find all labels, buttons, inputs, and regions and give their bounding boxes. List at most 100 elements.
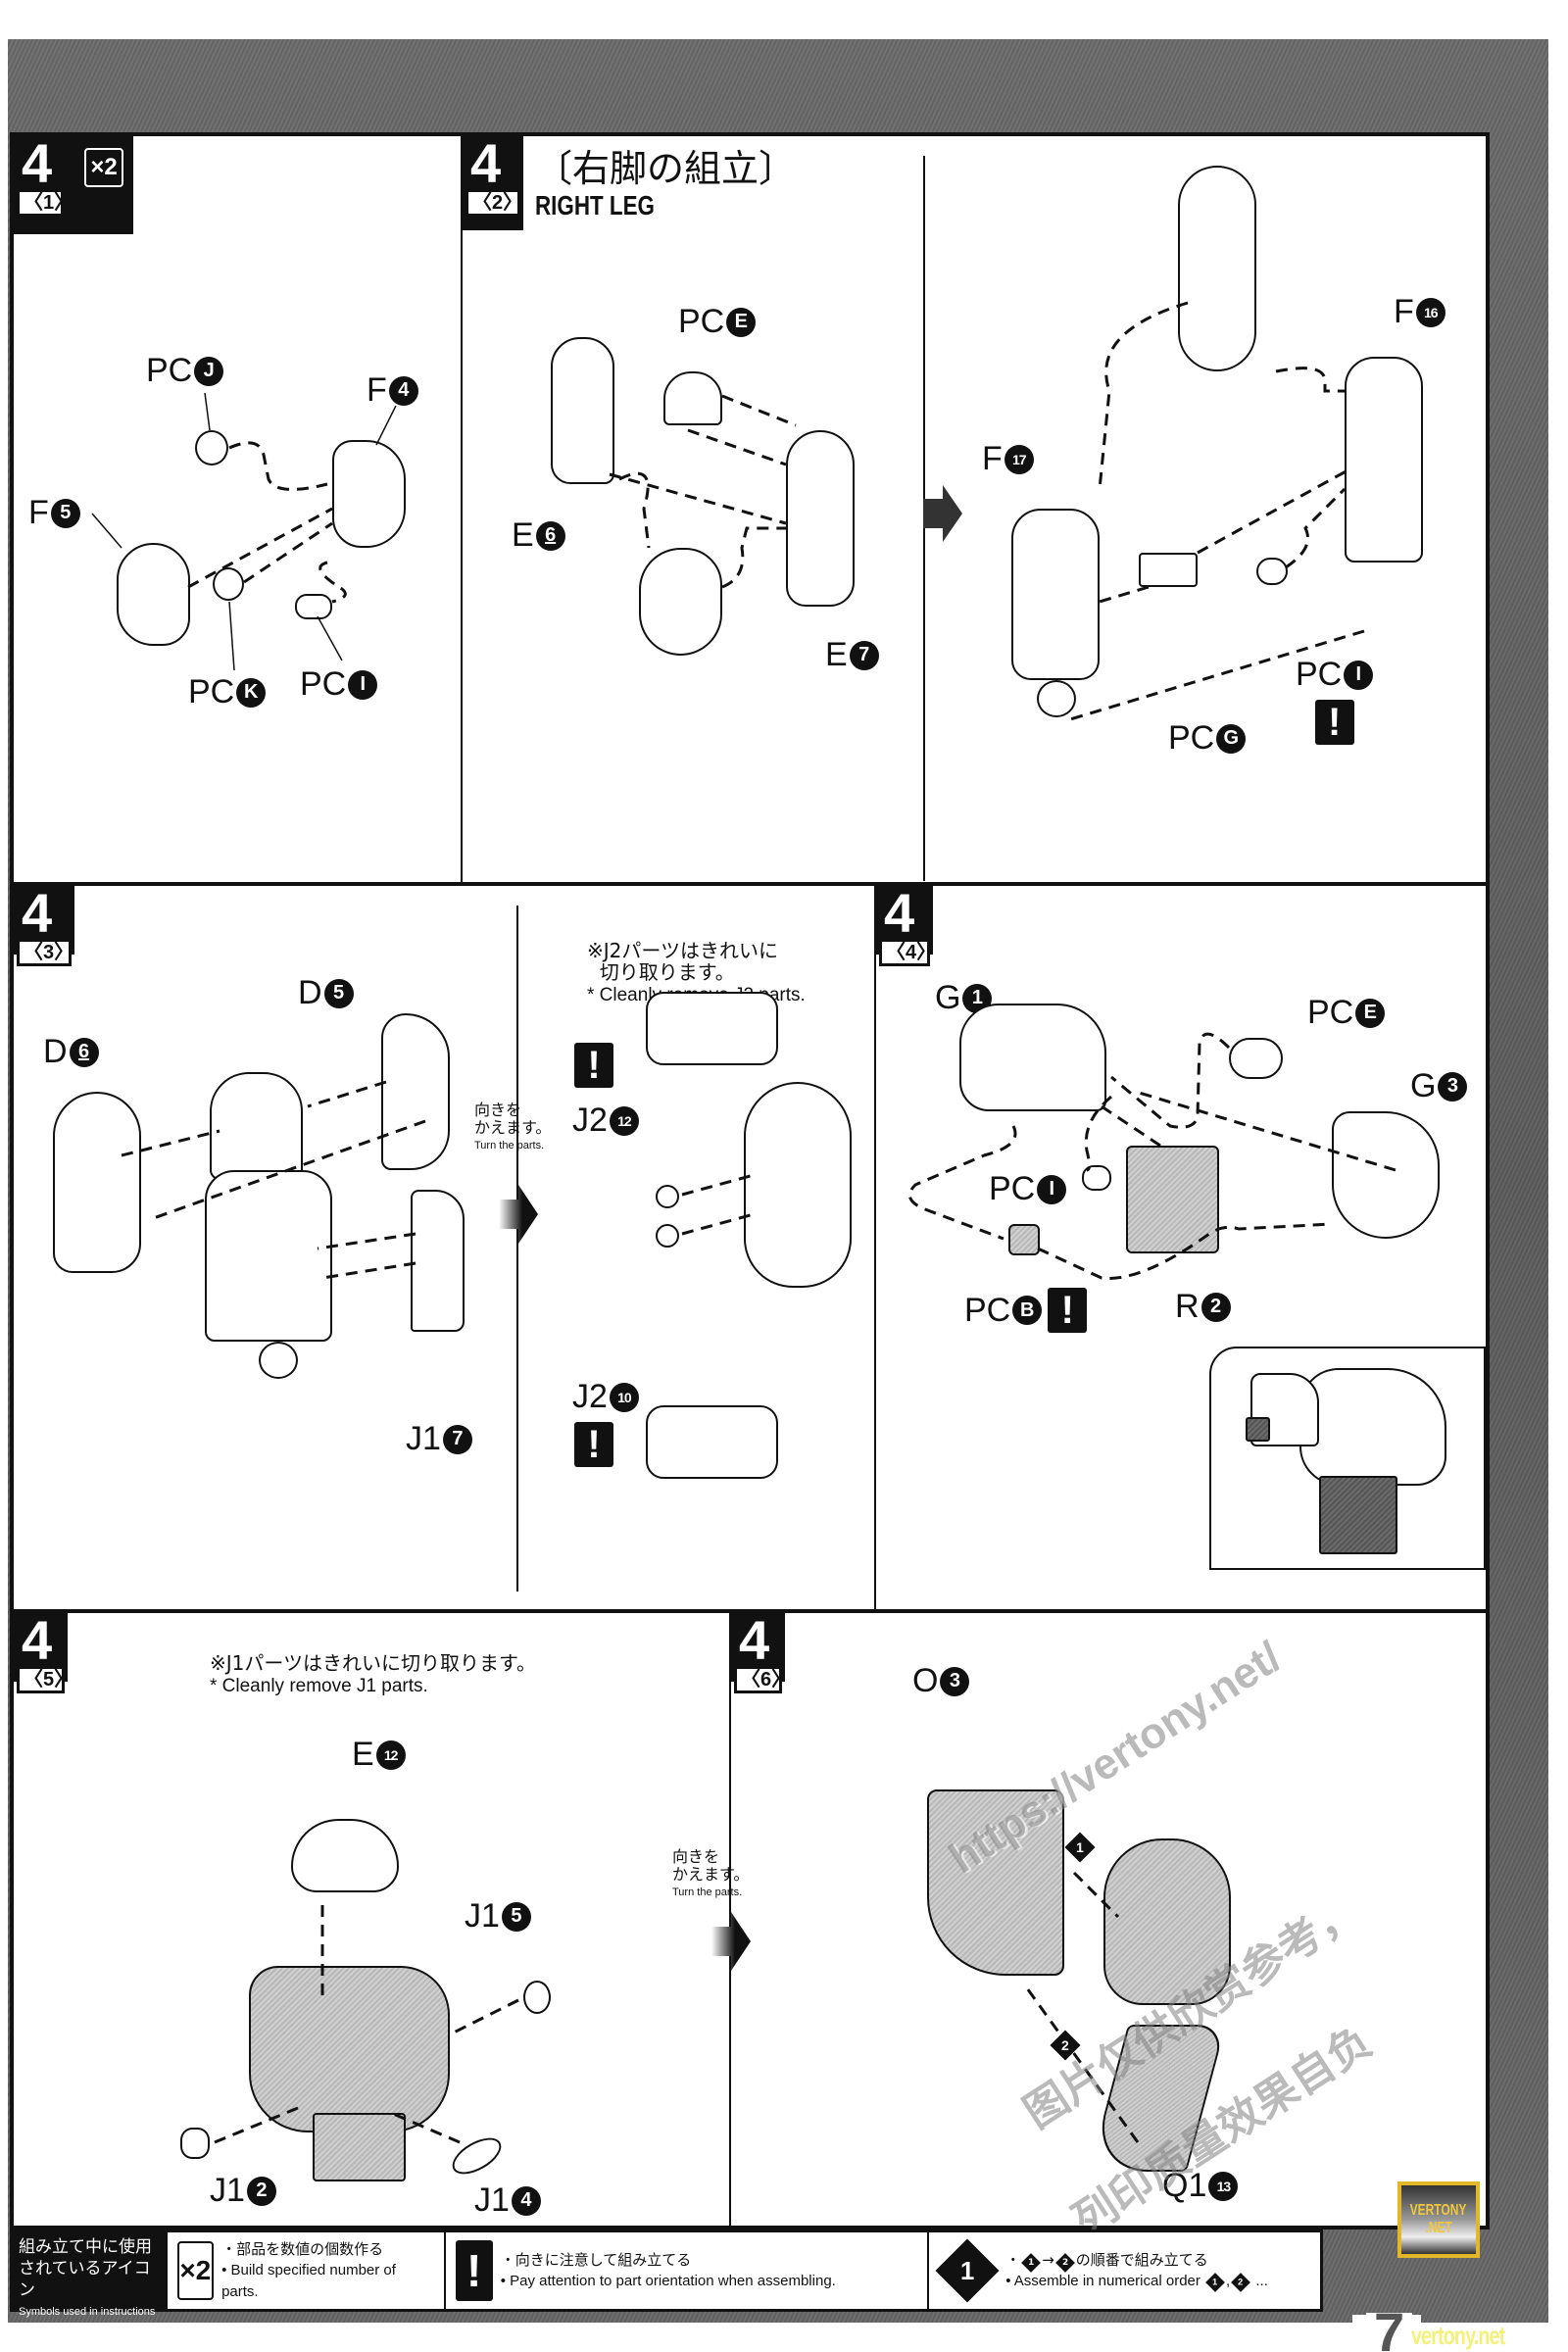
step-substep: 〈6〉	[734, 1666, 791, 1693]
legend-heading: 組み立て中に使用されているアイコン Symbols used in instru…	[13, 2232, 168, 2318]
multiplier-icon: ×2	[176, 2241, 215, 2300]
completed-view-inset	[1209, 1347, 1486, 1570]
step-substep: 〈2〉	[466, 189, 522, 217]
part-e7-illustration	[786, 430, 855, 607]
part-d5-illustration	[381, 1013, 450, 1170]
part-q1-13-illustration	[1088, 2025, 1227, 2172]
part-hip-block-illustration	[249, 1966, 450, 2132]
panel-divider	[923, 156, 925, 881]
step-number: 4	[884, 882, 914, 944]
order-step-2-icon: 2	[1050, 2030, 1081, 2061]
part-hip-base-illustration	[313, 2113, 406, 2181]
step-number: 4	[22, 132, 52, 194]
part-g3-illustration	[1332, 1111, 1440, 1239]
step-number: 4	[22, 1609, 52, 1671]
part-r2-illustration	[1126, 1146, 1219, 1253]
part-j2-10-illustration	[656, 1224, 679, 1248]
step-badge: 4 〈2〉	[463, 136, 523, 230]
legend-orientation: ! ・向きに注意して組み立てる• Pay attention to part o…	[446, 2232, 930, 2309]
turn-parts-arrow	[711, 1912, 751, 1971]
part-pc-i-illustration	[295, 594, 332, 619]
step-badge: 4 〈3〉	[14, 882, 74, 966]
section-title-jp: 〔右脚の組立〕	[535, 147, 797, 190]
symbols-legend: 組み立て中に使用されているアイコン Symbols used in instru…	[10, 2230, 1323, 2318]
turn-parts-note: 向きをかえます。Turn the parts.	[474, 1101, 552, 1152]
step-number: 4	[470, 132, 501, 194]
order-diamond-icon: 1	[935, 2238, 1000, 2303]
step-4-5-panel: 4 〈5〉 ※J1パーツはきれいに切り取ります。* Cleanly remove…	[14, 1613, 731, 2226]
part-e6-illustration	[551, 337, 614, 484]
part-pc-g-illustration	[1139, 553, 1198, 587]
part-f4-illustration	[332, 440, 406, 548]
part-pc-i-illustration	[1256, 558, 1288, 585]
watermark-logo: VERTONY.NET	[1397, 2181, 1480, 2258]
part-j2-12-illustration	[656, 1185, 679, 1208]
step-badge: 4 〈5〉	[14, 1609, 74, 1693]
part-j1-7-illustration	[411, 1190, 465, 1332]
row-separator	[14, 882, 1486, 886]
orientation-callout-top	[646, 992, 778, 1065]
inset-pc-illustration	[1246, 1417, 1270, 1442]
step-substep: 〈1〉	[17, 189, 74, 217]
part-pc-j-illustration	[195, 430, 228, 466]
assembly-guides	[609, 301, 1365, 721]
part-ball-joint-illustration	[1037, 680, 1076, 717]
part-pc-i-illustration	[1082, 1165, 1111, 1191]
part-lower-leg-illustration	[205, 1170, 332, 1342]
section-title-en: RIGHT LEG	[535, 190, 655, 220]
orientation-warning-icon: !	[1048, 1288, 1088, 1333]
part-pc-e-illustration	[663, 371, 722, 425]
step-badge: 4 〈6〉	[731, 1609, 791, 1693]
part-upper-leg-illustration	[210, 1072, 303, 1180]
part-o3-illustration	[927, 1789, 1064, 1976]
warning-icon: !	[455, 2240, 493, 2301]
step-badge: 4 〈1〉 ×2	[14, 136, 133, 234]
cleanly-remove-j1-note: ※J1パーツはきれいに切り取ります。* Cleanly remove J1 pa…	[210, 1651, 536, 1696]
part-ball-joint-illustration	[259, 1342, 298, 1379]
part-leg-cylinder-illustration	[639, 548, 722, 656]
part-e12-illustration	[291, 1819, 399, 1892]
inset-shell-illustration	[1299, 1368, 1446, 1486]
step-substep: 〈3〉	[17, 939, 74, 966]
multiplier-badge: ×2	[84, 148, 123, 187]
page-number: 7	[1366, 2305, 1413, 2352]
part-g1-illustration	[959, 1004, 1106, 1111]
step-number: 4	[739, 1609, 769, 1671]
part-knee-illustration	[1178, 166, 1256, 371]
step-badge: 4 〈4〉	[876, 882, 936, 966]
orientation-warning-icon: !	[1314, 700, 1354, 745]
inset-r2-illustration	[1319, 1476, 1397, 1554]
row-separator	[14, 1609, 1486, 1613]
step-number: 4	[22, 882, 52, 944]
legend-multiplier: ×2 ・部品を数値の個数作る• Build specified number o…	[168, 2232, 446, 2309]
part-pc-e-illustration	[1229, 1038, 1283, 1079]
turn-parts-note: 向きをかえます。Turn the parts.	[672, 1847, 750, 1899]
